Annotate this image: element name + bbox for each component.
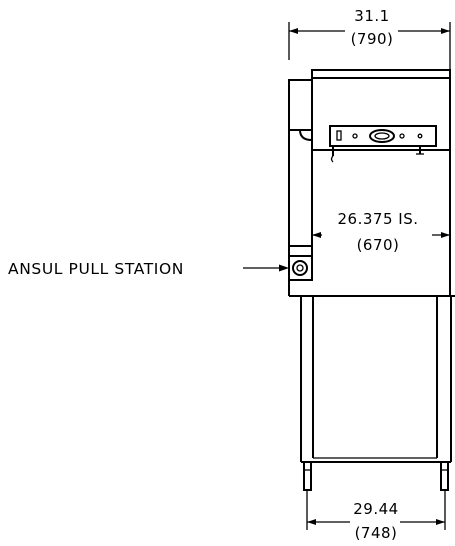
left-foot — [303, 461, 312, 491]
hood-body — [288, 69, 451, 296]
right-foot — [440, 461, 449, 491]
bottom-dimension: 29.44 (748) — [306, 490, 446, 542]
inner-dimension-metric: (670) — [357, 236, 400, 254]
bottom-dimension-metric: (748) — [355, 524, 398, 542]
pull-station-label: ANSUL PULL STATION — [8, 260, 184, 278]
inner-dimension: 26.375 IS. (670) — [312, 210, 450, 254]
top-dimension-value: 31.1 — [354, 7, 389, 25]
control-panel — [329, 125, 437, 163]
top-dimension: 31.1 (790) — [288, 7, 451, 70]
inner-dimension-value: 26.375 IS. — [338, 210, 419, 228]
pull-station: ANSUL PULL STATION — [8, 255, 313, 281]
top-dimension-metric: (790) — [351, 30, 394, 48]
panel-light-icon — [352, 133, 358, 139]
panel-indicator-icon — [399, 133, 405, 139]
pull-station-icon — [292, 260, 308, 276]
brand-badge-icon — [369, 129, 395, 143]
panel-switch-icon — [336, 130, 342, 141]
base-stand — [288, 279, 455, 491]
bottom-dimension-value: 29.44 — [353, 500, 398, 518]
